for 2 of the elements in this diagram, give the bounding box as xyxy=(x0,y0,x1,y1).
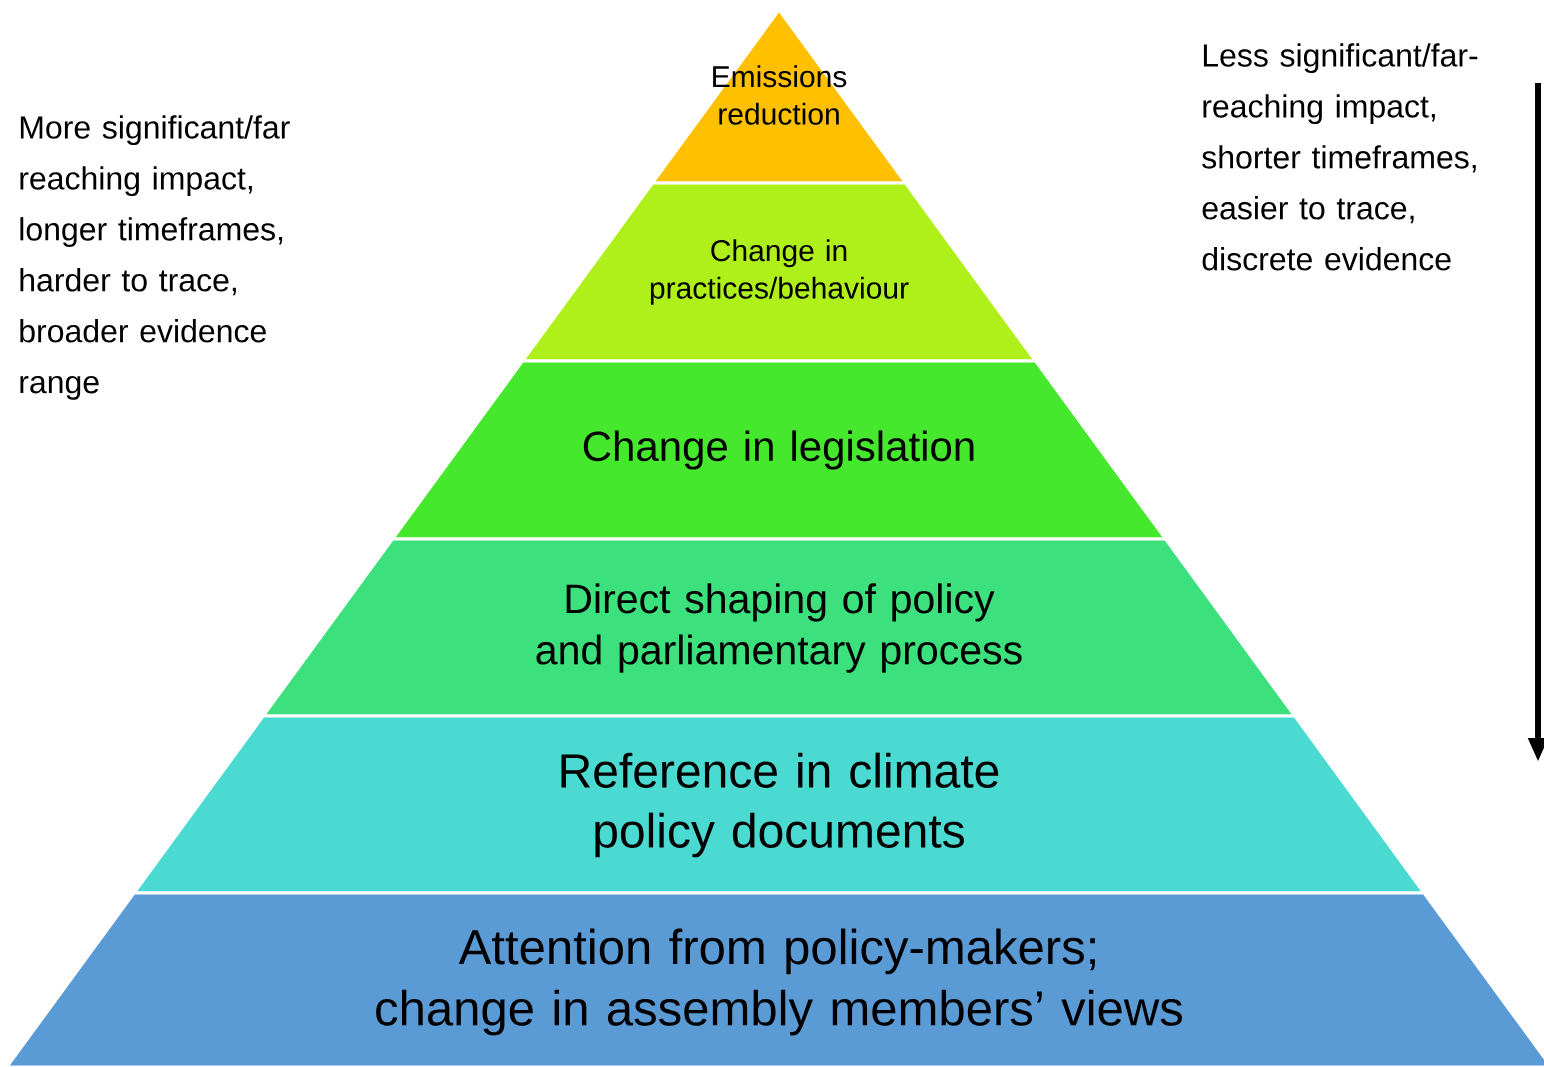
side-note: More significant/far reaching impact, longer timeframes, harder to trace, broader evidence range xyxy=(20,115,290,400)
side-note: Less significant/far-reaching impact, shorter timeframes, easier to trace, discrete evidence xyxy=(1202,43,1478,271)
